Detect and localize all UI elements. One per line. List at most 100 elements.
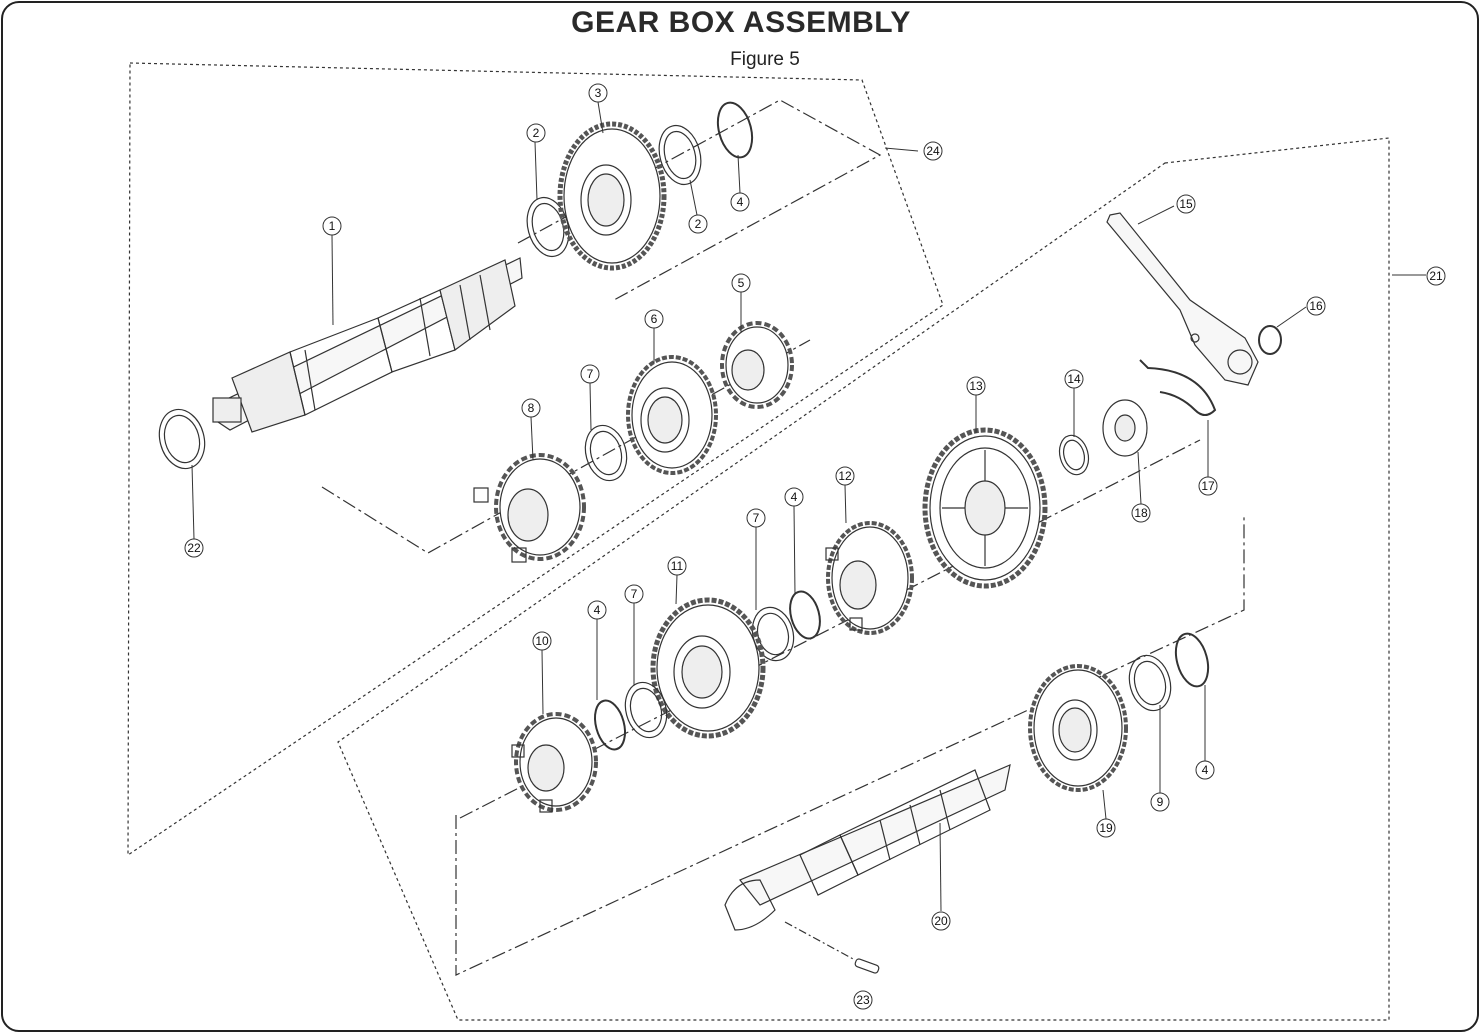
gear-10 — [511, 712, 598, 813]
callout-number: 24 — [926, 144, 940, 158]
washer-7-lower — [624, 681, 668, 739]
callout-7: 7 — [580, 364, 600, 384]
callout-19: 19 — [1096, 818, 1116, 838]
callout-bubble — [853, 990, 873, 1010]
callout-bubble — [588, 83, 608, 103]
washer-9 — [1128, 654, 1172, 712]
circlip-4-upper — [716, 101, 754, 159]
callout-number: 7 — [587, 367, 594, 381]
callout-17: 17 — [1198, 476, 1218, 496]
callout-4: 4 — [784, 487, 804, 507]
circlip-4-lower — [594, 699, 626, 751]
callout-10: 10 — [532, 631, 552, 651]
callout-4: 4 — [1195, 760, 1215, 780]
callout-13: 13 — [966, 376, 986, 396]
callout-bubble — [644, 309, 664, 329]
figure-caption: Figure 5 — [730, 49, 800, 70]
callout-number: 4 — [737, 195, 744, 209]
thrust-washer-22 — [158, 408, 206, 470]
callout-1: 1 — [322, 216, 342, 236]
callout-number: 4 — [791, 490, 798, 504]
gear-3 — [557, 121, 667, 271]
pin-23 — [854, 958, 880, 974]
callout-number: 7 — [753, 511, 760, 525]
circlip-4-right — [1174, 632, 1210, 688]
callout-bubble — [1131, 503, 1151, 523]
callout-number: 16 — [1309, 299, 1323, 313]
callout-bubble — [1096, 818, 1116, 838]
gear-19 — [1028, 664, 1128, 792]
washer-2b — [658, 124, 702, 186]
callout-bubble — [532, 631, 552, 651]
callout-bubble — [521, 398, 541, 418]
callout-number: 2 — [533, 126, 540, 140]
countershaft-axis — [455, 517, 1245, 976]
callout-number: 1 — [329, 219, 336, 233]
circlip-16 — [1258, 325, 1282, 355]
callout-6: 6 — [644, 309, 664, 329]
callout-bubble — [746, 508, 766, 528]
callout-number: 6 — [651, 312, 658, 326]
callout-number: 13 — [969, 379, 983, 393]
callout-bubble — [1198, 476, 1218, 496]
countershaft — [724, 764, 1011, 931]
gear-13 — [922, 427, 1048, 589]
bushing-18 — [1102, 399, 1148, 457]
callout-number: 22 — [187, 541, 201, 555]
callout-16: 16 — [1306, 296, 1326, 316]
callout-bubble — [931, 911, 951, 931]
callout-bubble — [1426, 266, 1446, 286]
callout-5: 5 — [731, 273, 751, 293]
callout-22: 22 — [184, 538, 204, 558]
gear-8 — [473, 453, 586, 563]
callout-number: 5 — [738, 276, 745, 290]
callout-2: 2 — [526, 123, 546, 143]
callout-bubble — [526, 123, 546, 143]
callout-14: 14 — [1064, 369, 1084, 389]
callout-bubble — [731, 273, 751, 293]
callout-number: 21 — [1429, 269, 1443, 283]
callout-bubble — [730, 192, 750, 212]
washer-14 — [1058, 434, 1090, 476]
callout-bubble — [624, 584, 644, 604]
callout-number: 4 — [594, 603, 601, 617]
countershaft-group-boundary — [337, 137, 1390, 1021]
callout-24: 24 — [923, 141, 943, 161]
mainshaft-group-boundary — [127, 62, 944, 857]
callout-bubble — [835, 466, 855, 486]
callout-bubble — [322, 216, 342, 236]
callout-bubble — [667, 556, 687, 576]
gear-12 — [825, 521, 914, 635]
callout-number: 12 — [838, 469, 852, 483]
callout-bubble — [587, 600, 607, 620]
callout-number: 7 — [631, 587, 638, 601]
callout-number: 15 — [1179, 197, 1193, 211]
callout-number: 8 — [528, 401, 535, 415]
callout-number: 19 — [1099, 821, 1113, 835]
callout-7: 7 — [746, 508, 766, 528]
leader-lines — [191, 101, 1426, 912]
callout-bubble — [580, 364, 600, 384]
callout-3: 3 — [588, 83, 608, 103]
callout-18: 18 — [1131, 503, 1151, 523]
callout-number: 17 — [1201, 479, 1215, 493]
callout-11: 11 — [667, 556, 687, 576]
callout-bubble — [184, 538, 204, 558]
mainshaft-upper-axis — [517, 99, 882, 301]
callout-bubble — [1195, 760, 1215, 780]
diagram-title: GEAR BOX ASSEMBLY — [571, 6, 911, 39]
circlip-4-middle — [789, 590, 821, 640]
callout-23: 23 — [853, 990, 873, 1010]
gear-6 — [626, 355, 718, 475]
callout-number: 18 — [1134, 506, 1148, 520]
callout-number: 4 — [1202, 763, 1209, 777]
callout-bubble — [1150, 792, 1170, 812]
callout-bubble — [1176, 194, 1196, 214]
callout-15: 15 — [1176, 194, 1196, 214]
mainshaft — [212, 257, 523, 433]
callout-2: 2 — [688, 214, 708, 234]
washer-7-upper — [584, 424, 628, 482]
callout-21: 21 — [1426, 266, 1446, 286]
